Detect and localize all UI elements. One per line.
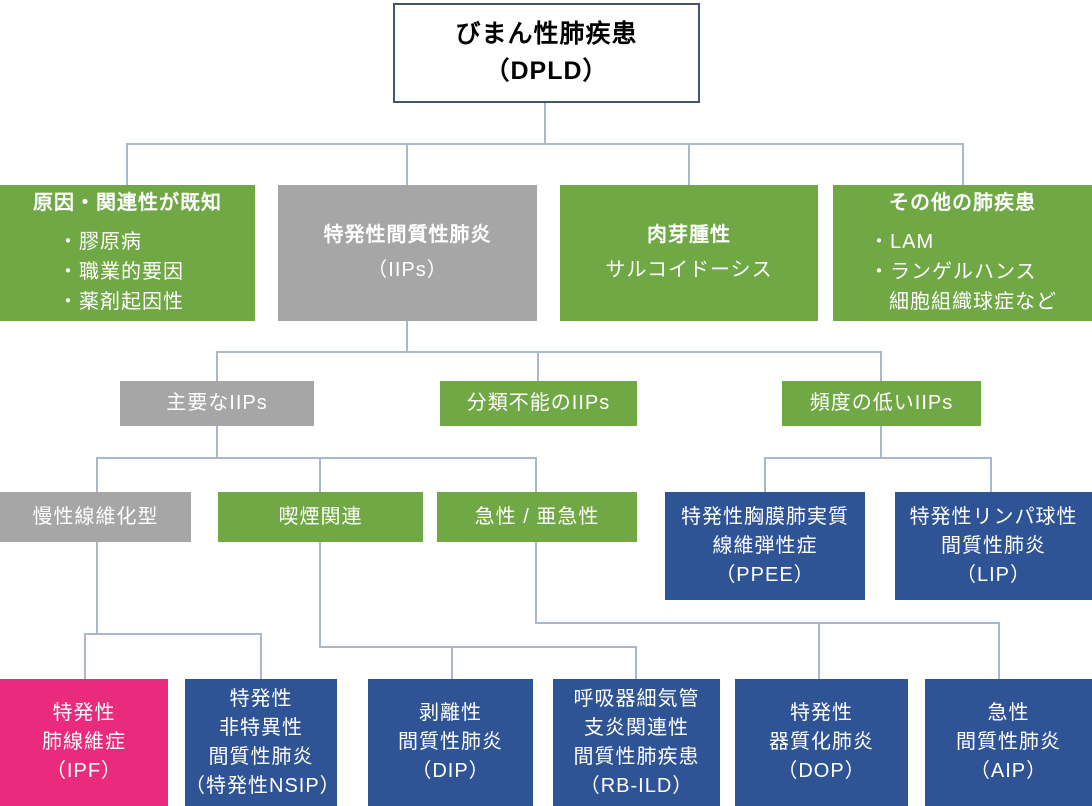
node-dip-line: （DIP） <box>411 760 490 782</box>
connector-line <box>818 622 820 679</box>
list-item: 細胞組織球症など <box>889 291 1057 313</box>
node-other-lung-disease-title: その他の肺疾患 <box>889 192 1036 214</box>
node-ipf-line: （IPF） <box>45 760 123 782</box>
node-major-iips: 主要なIIPs <box>120 381 314 426</box>
connector-line <box>962 143 964 185</box>
node-acute-subacute-label: 急性 / 亜急性 <box>474 505 600 528</box>
connector-line <box>96 457 98 492</box>
list-item: ・LAM <box>869 231 935 253</box>
list-item: ・膠原病 <box>58 231 142 253</box>
connector-line <box>216 351 218 381</box>
node-dpld-line: （DPLD） <box>484 57 609 85</box>
node-dop: 特発性 器質化肺炎 （DOP） <box>735 679 908 806</box>
node-unclassifiable-iips: 分類不能のIIPs <box>440 381 637 426</box>
node-dop-line: （DOP） <box>777 760 866 782</box>
connector-line <box>535 542 537 622</box>
node-aip: 急性 間質性肺炎 （AIP） <box>925 679 1092 806</box>
node-dpld: びまん性肺疾患 （DPLD） <box>393 3 700 103</box>
connector-line <box>126 143 964 145</box>
node-ipf-line: 特発性 <box>52 702 116 724</box>
connector-line <box>880 351 882 381</box>
node-lip-line: 特発性リンパ球性 <box>909 505 1078 528</box>
node-lip: 特発性リンパ球性 間質性肺炎 （LIP） <box>895 492 1092 600</box>
node-ppee: 特発性胸膜肺実質 線維弾性症 （PPEE） <box>665 492 865 600</box>
node-known-cause-list: ・膠原病 ・職業的要因 ・薬剤起因性 <box>0 227 184 317</box>
connector-line <box>319 457 321 492</box>
connector-line <box>126 143 128 185</box>
connector-line <box>216 426 218 457</box>
node-rb-ild-line: 支炎関連性 <box>584 716 689 739</box>
list-item: ・職業的要因 <box>58 261 184 283</box>
connector-line <box>406 321 408 351</box>
node-ppee-line: 特発性胸膜肺実質 <box>681 505 849 528</box>
node-dop-line: 特発性 <box>790 702 853 724</box>
node-nsip-line: 特発性 <box>229 687 293 710</box>
connector-line <box>537 351 539 381</box>
node-rb-ild: 呼吸器細気管 支炎関連性 間質性肺疾患 （RB-ILD） <box>553 679 720 806</box>
node-known-cause-title: 原因・関連性が既知 <box>33 192 222 214</box>
connector-line <box>764 457 992 459</box>
connector-line <box>96 457 537 459</box>
connector-line <box>260 633 262 679</box>
connector-line <box>84 633 262 635</box>
node-rb-ild-line: （RB-ILD） <box>579 774 694 797</box>
node-nsip: 特発性 非特異性 間質性肺炎 （特発性NSIP） <box>185 679 341 806</box>
node-unclassifiable-iips-label: 分類不能のIIPs <box>466 392 611 414</box>
node-aip-line: （AIP） <box>969 760 1048 782</box>
node-other-lung-disease: その他の肺疾患 ・LAM ・ランゲルハンス 細胞組織球症など <box>833 185 1092 321</box>
connector-line <box>535 622 1000 624</box>
node-dop-line: 器質化肺炎 <box>769 731 874 753</box>
node-smoking-related-label: 喫煙関連 <box>278 505 363 528</box>
node-dip-line: 間質性肺炎 <box>398 731 503 753</box>
connector-line <box>535 457 537 492</box>
connector-line <box>764 457 766 492</box>
node-acute-subacute: 急性 / 亜急性 <box>437 492 637 542</box>
connector-line <box>451 646 453 679</box>
connector-line <box>319 542 321 646</box>
node-chronic-fibrosing-label: 慢性線維化型 <box>32 505 159 528</box>
node-dip-line: 剥離性 <box>419 702 482 724</box>
connector-line <box>319 646 637 648</box>
node-rare-iips-label: 頻度の低いIIPs <box>809 392 954 414</box>
node-dpld-line: びまん性肺疾患 <box>455 19 638 48</box>
node-chronic-fibrosing: 慢性線維化型 <box>0 492 191 542</box>
connector-line <box>406 143 408 185</box>
node-ipf: 特発性 肺線維症 （IPF） <box>0 679 168 806</box>
node-rb-ild-line: 呼吸器細気管 <box>573 687 700 710</box>
node-ipf-line: 肺線維症 <box>42 731 126 753</box>
node-ppee-line: 線維弾性症 <box>712 534 818 557</box>
connector-line <box>998 622 1000 679</box>
node-lip-line: （LIP） <box>955 563 1032 586</box>
node-nsip-line: 非特異性 <box>219 716 303 739</box>
node-iips: 特発性間質性肺炎 （IIPs） <box>278 185 537 321</box>
connector-line <box>635 646 637 679</box>
node-rb-ild-line: 間質性肺疾患 <box>573 745 700 768</box>
node-iips-line: 特発性間質性肺炎 <box>323 224 492 246</box>
node-dip: 剥離性 間質性肺炎 （DIP） <box>368 679 533 806</box>
node-known-cause: 原因・関連性が既知 ・膠原病 ・職業的要因 ・薬剤起因性 <box>0 185 255 321</box>
node-granulomatous-line: サルコイドーシス <box>605 259 773 281</box>
connector-line <box>990 457 992 492</box>
node-aip-line: 間質性肺炎 <box>956 731 1061 753</box>
node-smoking-related: 喫煙関連 <box>218 492 423 542</box>
node-granulomatous-line: 肉芽腫性 <box>647 224 731 246</box>
connector-line <box>96 542 98 633</box>
list-item: ・薬剤起因性 <box>58 291 184 313</box>
node-major-iips-label: 主要なIIPs <box>166 392 268 414</box>
node-nsip-line: 間質性肺炎 <box>208 745 314 768</box>
connector-line <box>544 103 546 143</box>
connector-line <box>216 351 882 353</box>
node-aip-line: 急性 <box>987 702 1030 724</box>
node-granulomatous: 肉芽腫性 サルコイドーシス <box>560 185 818 321</box>
node-rare-iips: 頻度の低いIIPs <box>782 381 981 426</box>
node-ppee-line: （PPEE） <box>715 563 815 586</box>
list-item: ・ランゲルハンス <box>869 261 1037 283</box>
node-other-lung-disease-list: ・LAM ・ランゲルハンス 細胞組織球症など <box>833 227 1057 317</box>
node-nsip-line: （特発性NSIP） <box>185 774 341 797</box>
node-lip-line: 間質性肺炎 <box>941 534 1046 557</box>
node-iips-line: （IIPs） <box>367 259 448 281</box>
connector-line <box>688 143 690 185</box>
connector-line <box>84 633 86 679</box>
connector-line <box>880 426 882 457</box>
